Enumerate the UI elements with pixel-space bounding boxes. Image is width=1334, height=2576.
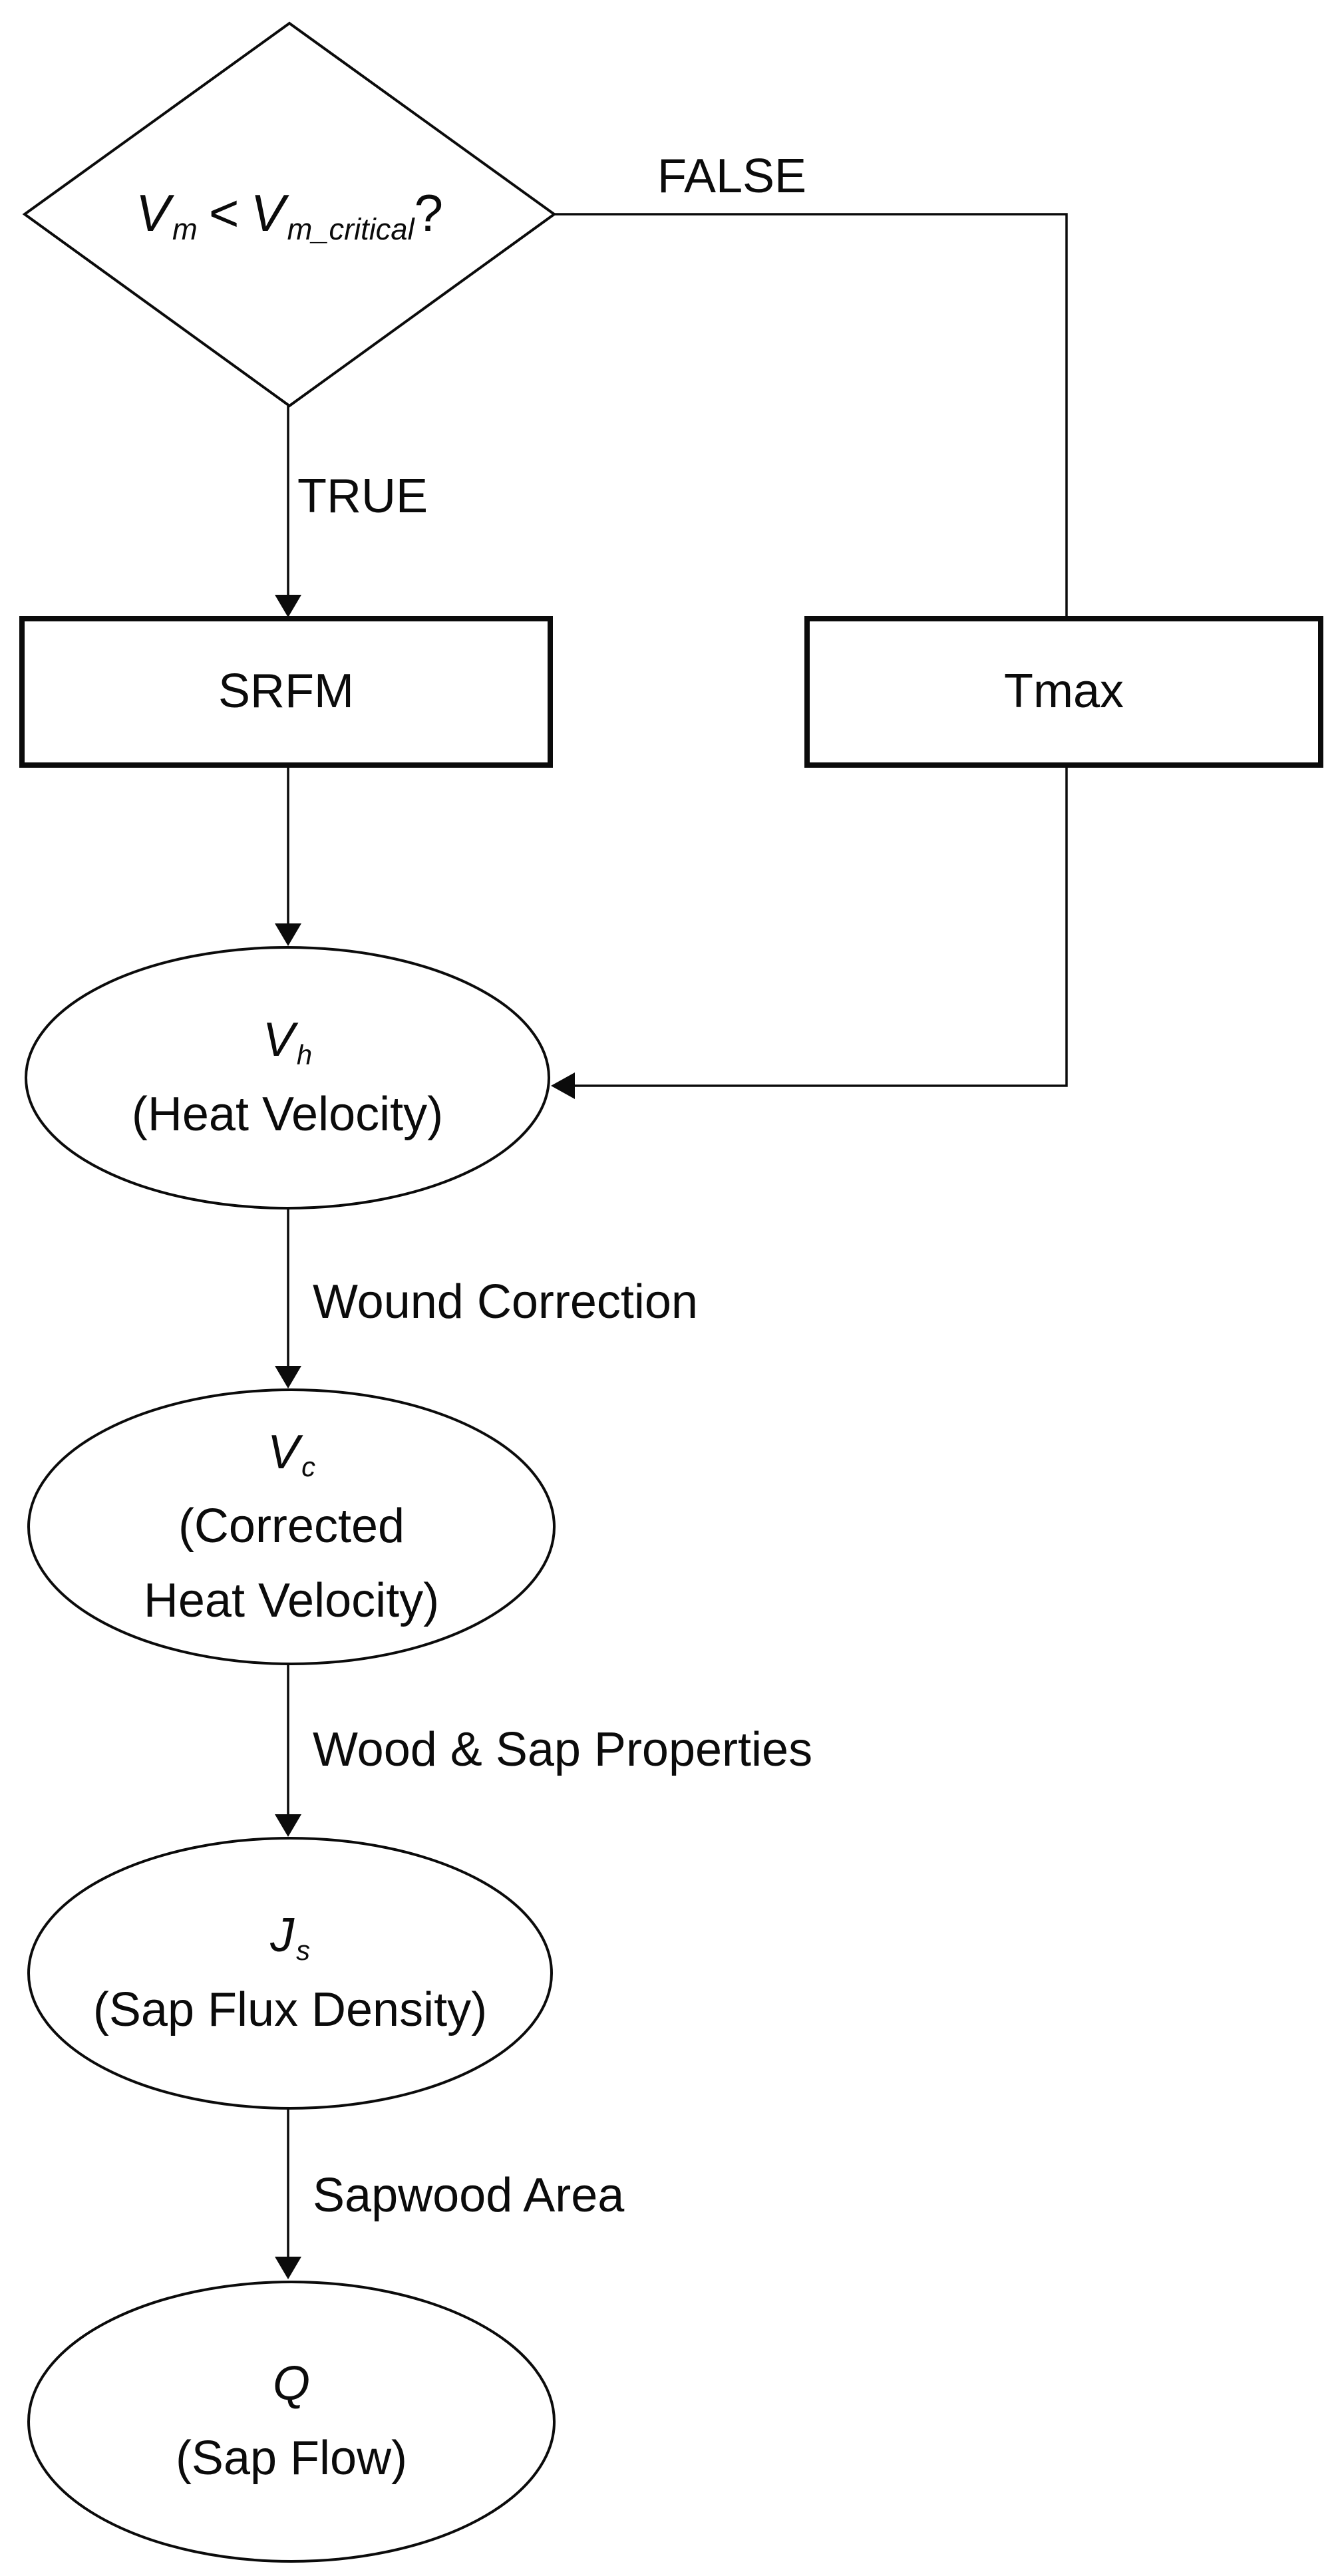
sap-flux-density-caption: (Sap Flux Density)	[92, 1983, 488, 2036]
sap-flow-symbol: Q	[272, 2357, 310, 2411]
tmax-box	[804, 616, 1323, 768]
srfm-box-label: SRFM	[218, 665, 354, 719]
decision-var2-base: V	[250, 183, 285, 242]
corrected-heat-velocity-caption-2: Heat Velocity)	[143, 1573, 440, 1627]
decision-label: Vm<Vm_critical?	[40, 40, 539, 386]
heat-velocity-caption: (Heat Velocity)	[131, 1088, 444, 1141]
corrected-heat-velocity-symbol: Vc	[267, 1425, 315, 1483]
sap-flux-density-symbol: Js	[270, 1909, 310, 1966]
decision-operator: <	[208, 183, 240, 242]
decision-var1-subscript: m	[172, 212, 198, 247]
sap-flow-caption: (Sap Flow)	[175, 2432, 408, 2485]
decision-var2-subscript: m_critical	[287, 212, 415, 247]
decision-question-mark: ?	[414, 183, 444, 242]
tmax-box-label: Tmax	[1004, 665, 1124, 719]
tmax-to-vh-line	[574, 768, 1068, 1087]
false-edge-line	[554, 213, 1068, 619]
sap-flux-density-ellipse	[27, 1837, 553, 2110]
heat-velocity-symbol: Vh	[262, 1013, 313, 1070]
corrected-heat-velocity-ellipse	[27, 1388, 556, 1665]
tmax-to-vh-arrowhead-icon	[551, 1072, 575, 1099]
sap-flow-label: Q (Sap Flow)	[29, 2282, 554, 2561]
true-edge-arrowhead-icon	[275, 595, 301, 617]
wound-correction-edge-label: Wound Correction	[313, 1275, 698, 1329]
decision-diamond	[22, 21, 557, 408]
corrected-heat-velocity-label: Vc (Corrected Heat Velocity)	[29, 1390, 554, 1664]
srfm-box	[19, 616, 553, 768]
corrected-heat-velocity-caption: (Corrected	[178, 1500, 405, 1553]
vc-to-js-arrowhead-icon	[275, 1814, 301, 1837]
false-branch-label: FALSE	[657, 149, 807, 203]
sapwood-area-edge-label: Sapwood Area	[313, 2169, 625, 2222]
sap-flux-density-label: Js (Sap Flux Density)	[29, 1838, 552, 2108]
heat-velocity-label: Vh (Heat Velocity)	[26, 947, 549, 1208]
vh-to-vc-arrowhead-icon	[275, 1366, 301, 1388]
srfm-to-vh-arrowhead-icon	[275, 923, 301, 946]
decision-var1-base: V	[135, 183, 171, 242]
js-to-q-arrowhead-icon	[275, 2257, 301, 2279]
sap-flow-ellipse	[27, 2281, 556, 2563]
wood-sap-properties-edge-label: Wood & Sap Properties	[313, 1723, 813, 1776]
true-branch-label: TRUE	[297, 469, 428, 523]
